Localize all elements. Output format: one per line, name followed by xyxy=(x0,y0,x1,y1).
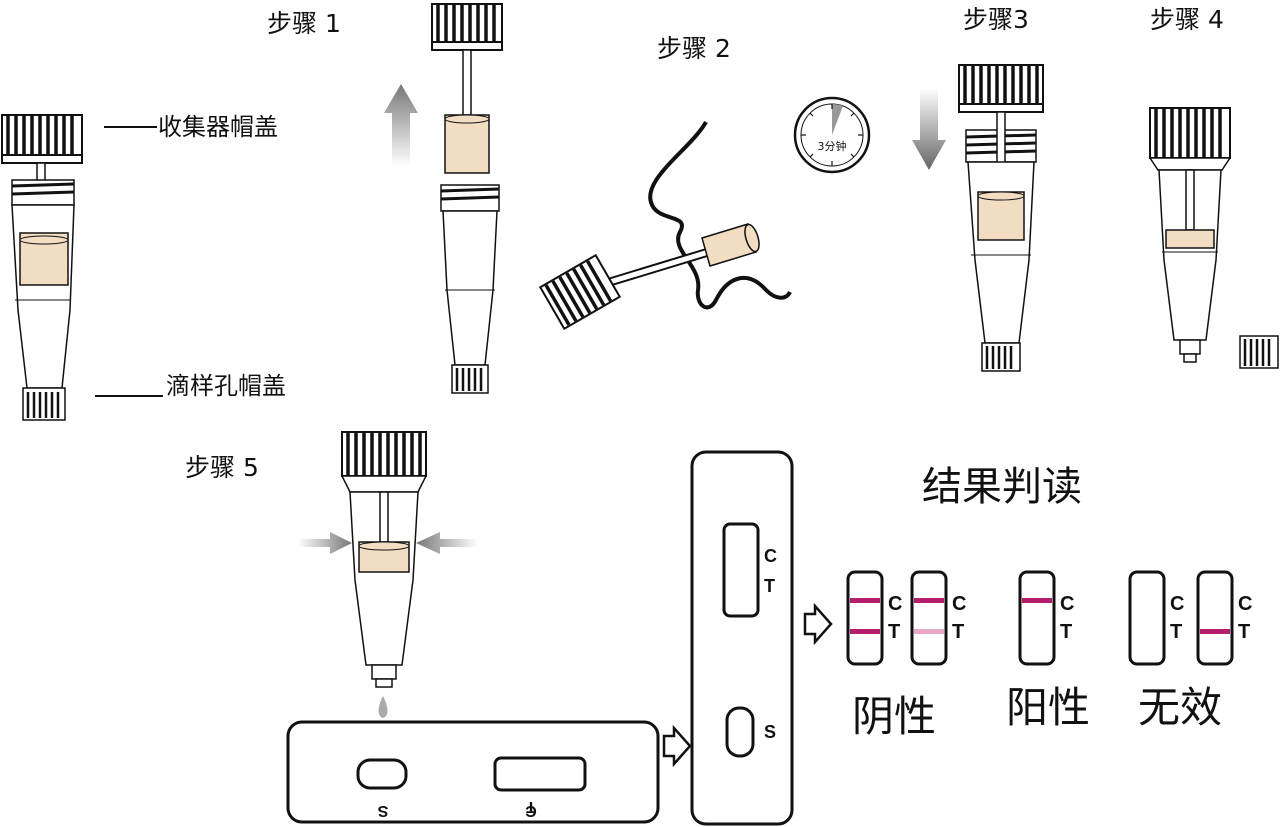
step5-label: 步骤 5 xyxy=(185,453,259,482)
dropper-cap-label: 滴样孔帽盖 xyxy=(166,372,286,400)
h-cassette-t-label: T xyxy=(526,798,536,815)
horizontal-cassette xyxy=(286,720,660,824)
timer-label: 3分钟 xyxy=(818,139,847,153)
result-strip-positive xyxy=(1018,570,1056,666)
result-strip-negative xyxy=(910,570,948,666)
result-title: 结果判读 xyxy=(922,464,1082,510)
step1-illustration xyxy=(384,3,503,394)
squeeze-arrow-right-icon xyxy=(298,532,352,554)
vertical-cassette xyxy=(690,450,794,826)
strip-t-label: T xyxy=(1060,621,1072,643)
strip-c-label: C xyxy=(888,593,902,615)
strip-t-label: T xyxy=(888,621,900,643)
step1-label: 步骤 1 xyxy=(267,9,341,38)
h-cassette-s-label: S xyxy=(377,802,388,819)
step2-label: 步骤 2 xyxy=(657,34,731,63)
v-cassette-c-label: C xyxy=(764,546,777,566)
negative-label: 阴性 xyxy=(852,692,936,741)
timer-icon xyxy=(793,96,871,174)
strip-c-label: C xyxy=(1238,593,1252,615)
h-cassette-c-label: C xyxy=(525,802,537,819)
step3-illustration xyxy=(912,64,1044,372)
step3-label: 步骤3 xyxy=(963,5,1029,34)
t-line xyxy=(1200,629,1230,634)
drop-icon xyxy=(378,696,388,718)
collector-cap-label: 收集器帽盖 xyxy=(158,113,278,141)
positive-label: 阳性 xyxy=(1006,683,1090,732)
c-line xyxy=(1022,598,1052,603)
arrow-down-icon xyxy=(912,88,946,170)
squeeze-arrow-left-icon xyxy=(416,532,478,554)
arrow-right-icon xyxy=(803,602,833,646)
v-cassette-s-label: S xyxy=(764,722,776,742)
t-line xyxy=(914,629,944,634)
strip-c-label: C xyxy=(1060,593,1074,615)
strip-t-label: T xyxy=(1238,621,1250,643)
step2-illustration xyxy=(538,120,792,331)
result-strip-negative xyxy=(846,570,884,666)
arrow-up-icon xyxy=(384,84,418,166)
invalid-label: 无效 xyxy=(1138,683,1222,732)
result-strip-invalid xyxy=(1128,570,1166,666)
arrow-right-icon xyxy=(662,724,692,768)
c-line xyxy=(914,598,944,603)
step4-illustration xyxy=(1148,107,1279,369)
strip-t-label: T xyxy=(952,621,964,643)
step4-label: 步骤 4 xyxy=(1150,5,1224,34)
c-line xyxy=(850,598,880,603)
strip-c-label: C xyxy=(1170,593,1184,615)
v-cassette-t-label: T xyxy=(764,576,775,596)
t-line xyxy=(850,629,880,634)
result-strip-invalid xyxy=(1196,570,1234,666)
strip-c-label: C xyxy=(952,593,966,615)
strip-t-label: T xyxy=(1170,621,1182,643)
step5-illustration xyxy=(298,431,478,770)
reference-tube xyxy=(1,114,163,421)
